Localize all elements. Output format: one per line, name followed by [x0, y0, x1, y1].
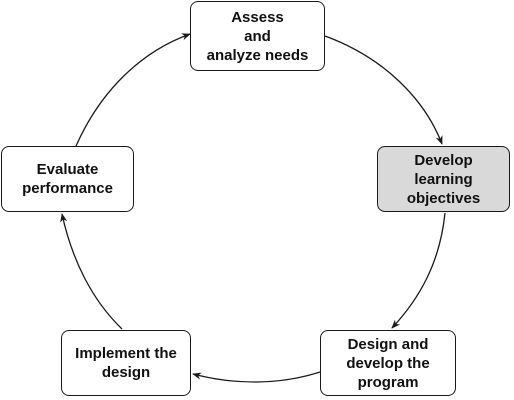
- node-label: Evaluate performance: [22, 161, 113, 197]
- arrow-develop-to-design: [391, 212, 446, 329]
- node-develop-learning-objectives: Develop learning objectives: [377, 146, 510, 212]
- node-assess-and-analyze-needs: Assess and analyze needs: [190, 1, 325, 71]
- node-label: Design and develop the program: [346, 335, 430, 391]
- arrow-design-to-implement: [192, 371, 321, 383]
- node-label: Implement the design: [75, 345, 177, 381]
- arrow-implement-to-evaluate: [60, 213, 123, 330]
- node-implement-the-design: Implement the design: [61, 330, 191, 396]
- node-design-and-develop-the-program: Design and develop the program: [320, 330, 456, 396]
- node-evaluate-performance: Evaluate performance: [1, 146, 134, 212]
- node-label: Develop learning objectives: [406, 151, 481, 207]
- arrow-assess-to-develop: [324, 35, 443, 145]
- arrow-evaluate-to-assess: [75, 33, 191, 147]
- node-label: Assess and analyze needs: [206, 8, 309, 64]
